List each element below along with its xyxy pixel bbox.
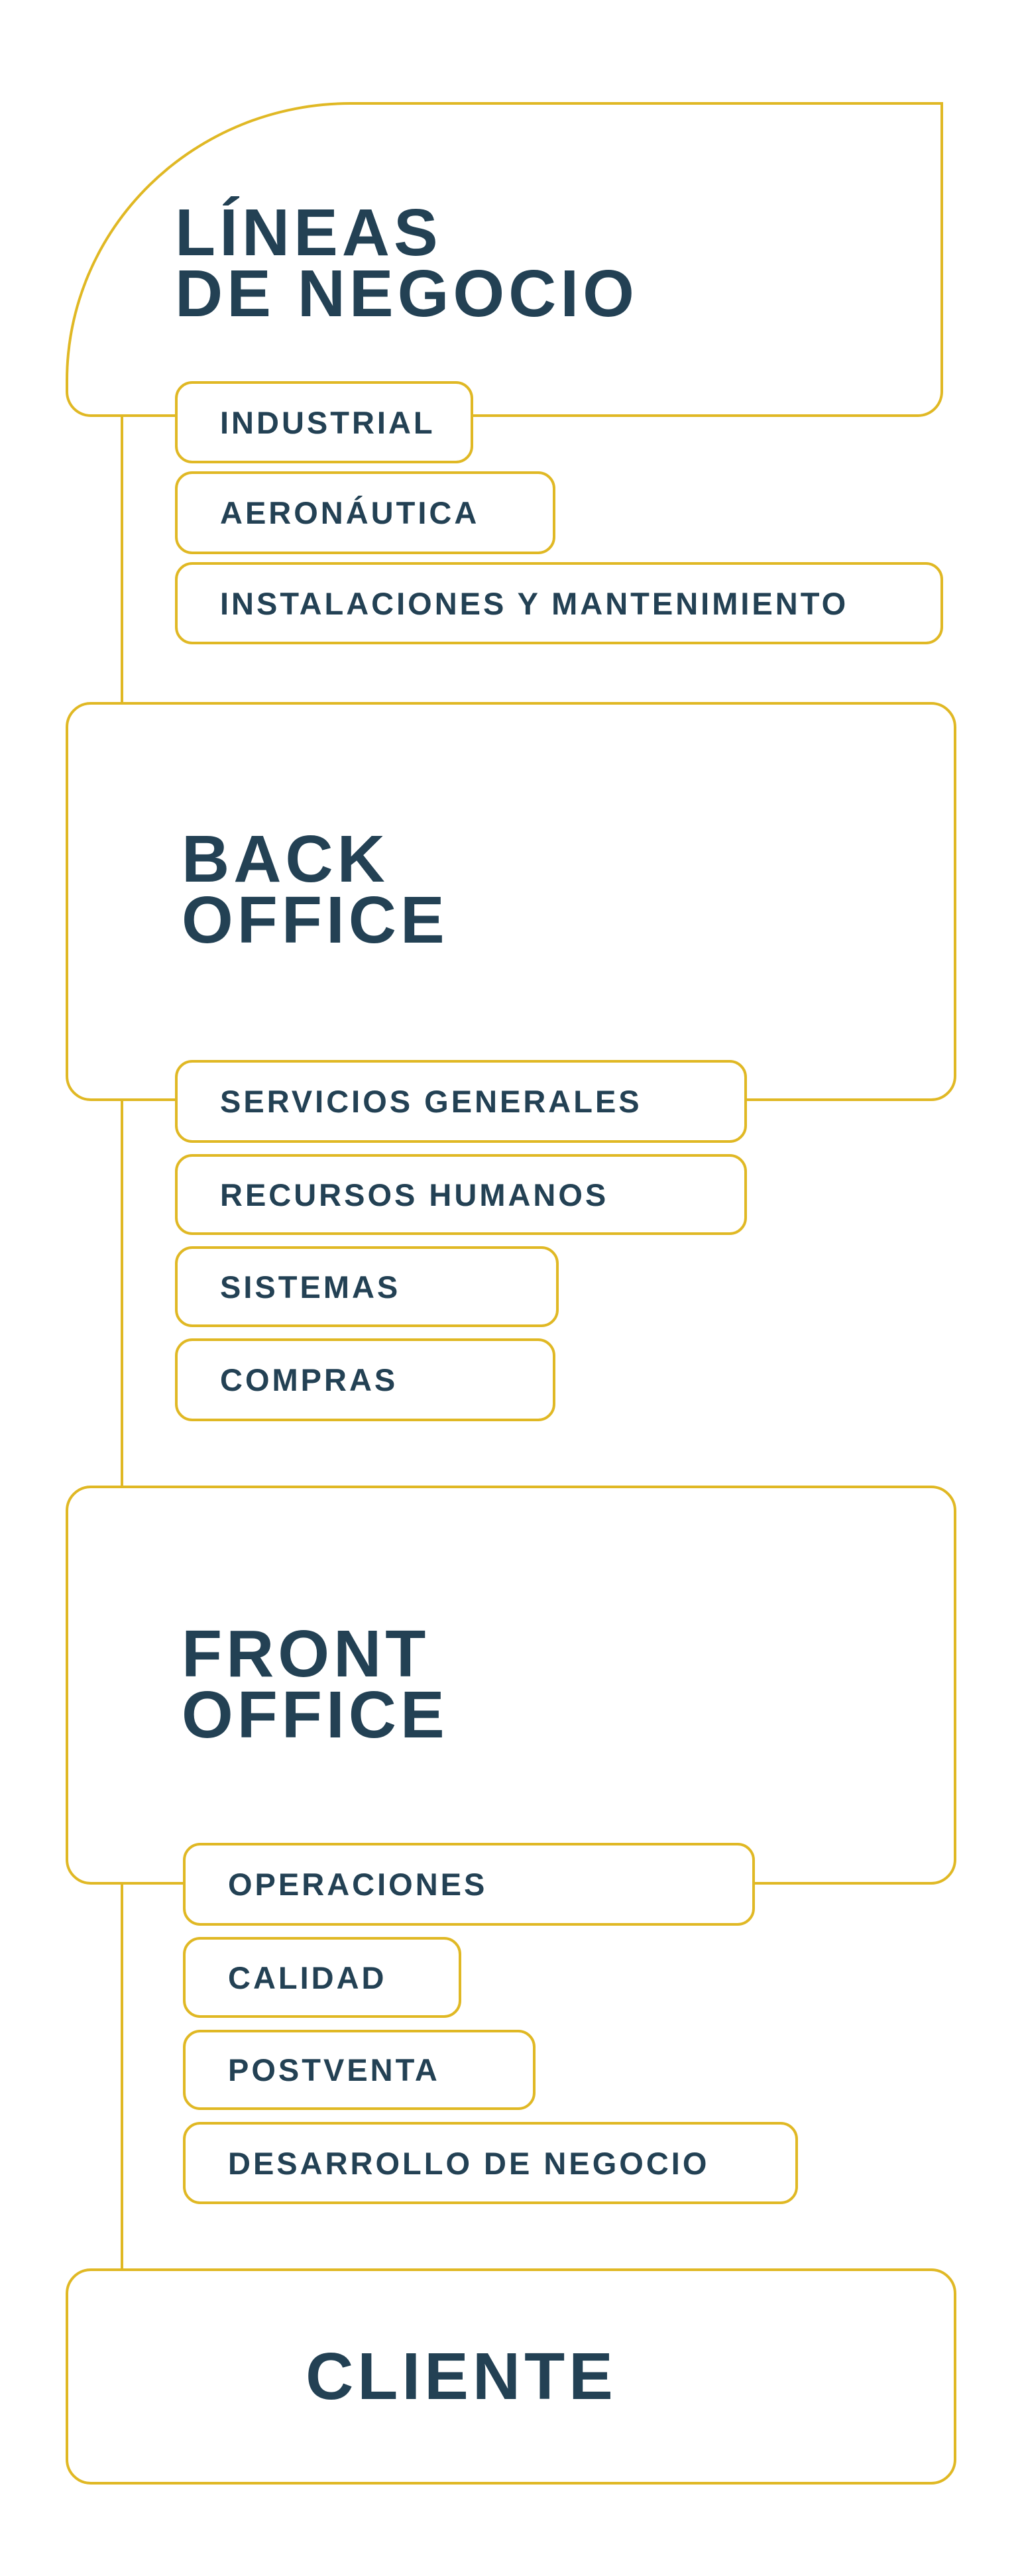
section-back-office: [66, 702, 956, 1101]
section-title: BACK OFFICE: [182, 822, 449, 957]
connector-line: [121, 411, 123, 706]
section-title: LÍNEAS DE NEGOCIO: [175, 196, 638, 331]
title-line: LÍNEAS: [175, 196, 442, 270]
item-label: OPERACIONES: [228, 1867, 488, 1902]
item-instalaciones: INSTALACIONES Y MANTENIMIENTO: [175, 562, 943, 644]
item-postventa: POSTVENTA: [183, 2030, 536, 2110]
item-label: INSTALACIONES Y MANTENIMIENTO: [220, 585, 849, 621]
item-label: DESARROLLO DE NEGOCIO: [228, 2145, 710, 2181]
item-label: AERONÁUTICA: [220, 495, 480, 530]
title-line: OFFICE: [182, 1678, 449, 1752]
section-cliente: CLIENTE: [66, 2268, 956, 2485]
section-title: CLIENTE: [306, 2339, 617, 2414]
title-line: FRONT: [182, 1617, 430, 1691]
section-title: FRONT OFFICE: [182, 1617, 449, 1752]
item-label: SERVICIOS GENERALES: [220, 1084, 642, 1119]
title-line: DE NEGOCIO: [175, 257, 638, 331]
item-aeronautica: AERONÁUTICA: [175, 471, 555, 554]
item-recursos-humanos: RECURSOS HUMANOS: [175, 1154, 747, 1235]
item-servicios-generales: SERVICIOS GENERALES: [175, 1060, 747, 1143]
section-lineas-negocio: [66, 102, 943, 417]
title-line: OFFICE: [182, 883, 449, 957]
item-compras: COMPRAS: [175, 1338, 555, 1421]
item-desarrollo-negocio: DESARROLLO DE NEGOCIO: [183, 2122, 798, 2204]
item-calidad: CALIDAD: [183, 1937, 461, 2018]
item-sistemas: SISTEMAS: [175, 1246, 559, 1327]
title-line: BACK: [182, 822, 389, 896]
connector-line: [121, 1097, 123, 1490]
item-label: COMPRAS: [220, 1362, 398, 1397]
item-label: INDUSTRIAL: [220, 404, 435, 440]
item-operaciones: OPERACIONES: [183, 1843, 755, 1926]
item-label: SISTEMAS: [220, 1269, 401, 1305]
item-label: POSTVENTA: [228, 2052, 440, 2087]
item-industrial: INDUSTRIAL: [175, 381, 473, 463]
item-label: CALIDAD: [228, 1960, 387, 1995]
item-label: RECURSOS HUMANOS: [220, 1177, 609, 1212]
connector-line: [121, 1881, 123, 2272]
